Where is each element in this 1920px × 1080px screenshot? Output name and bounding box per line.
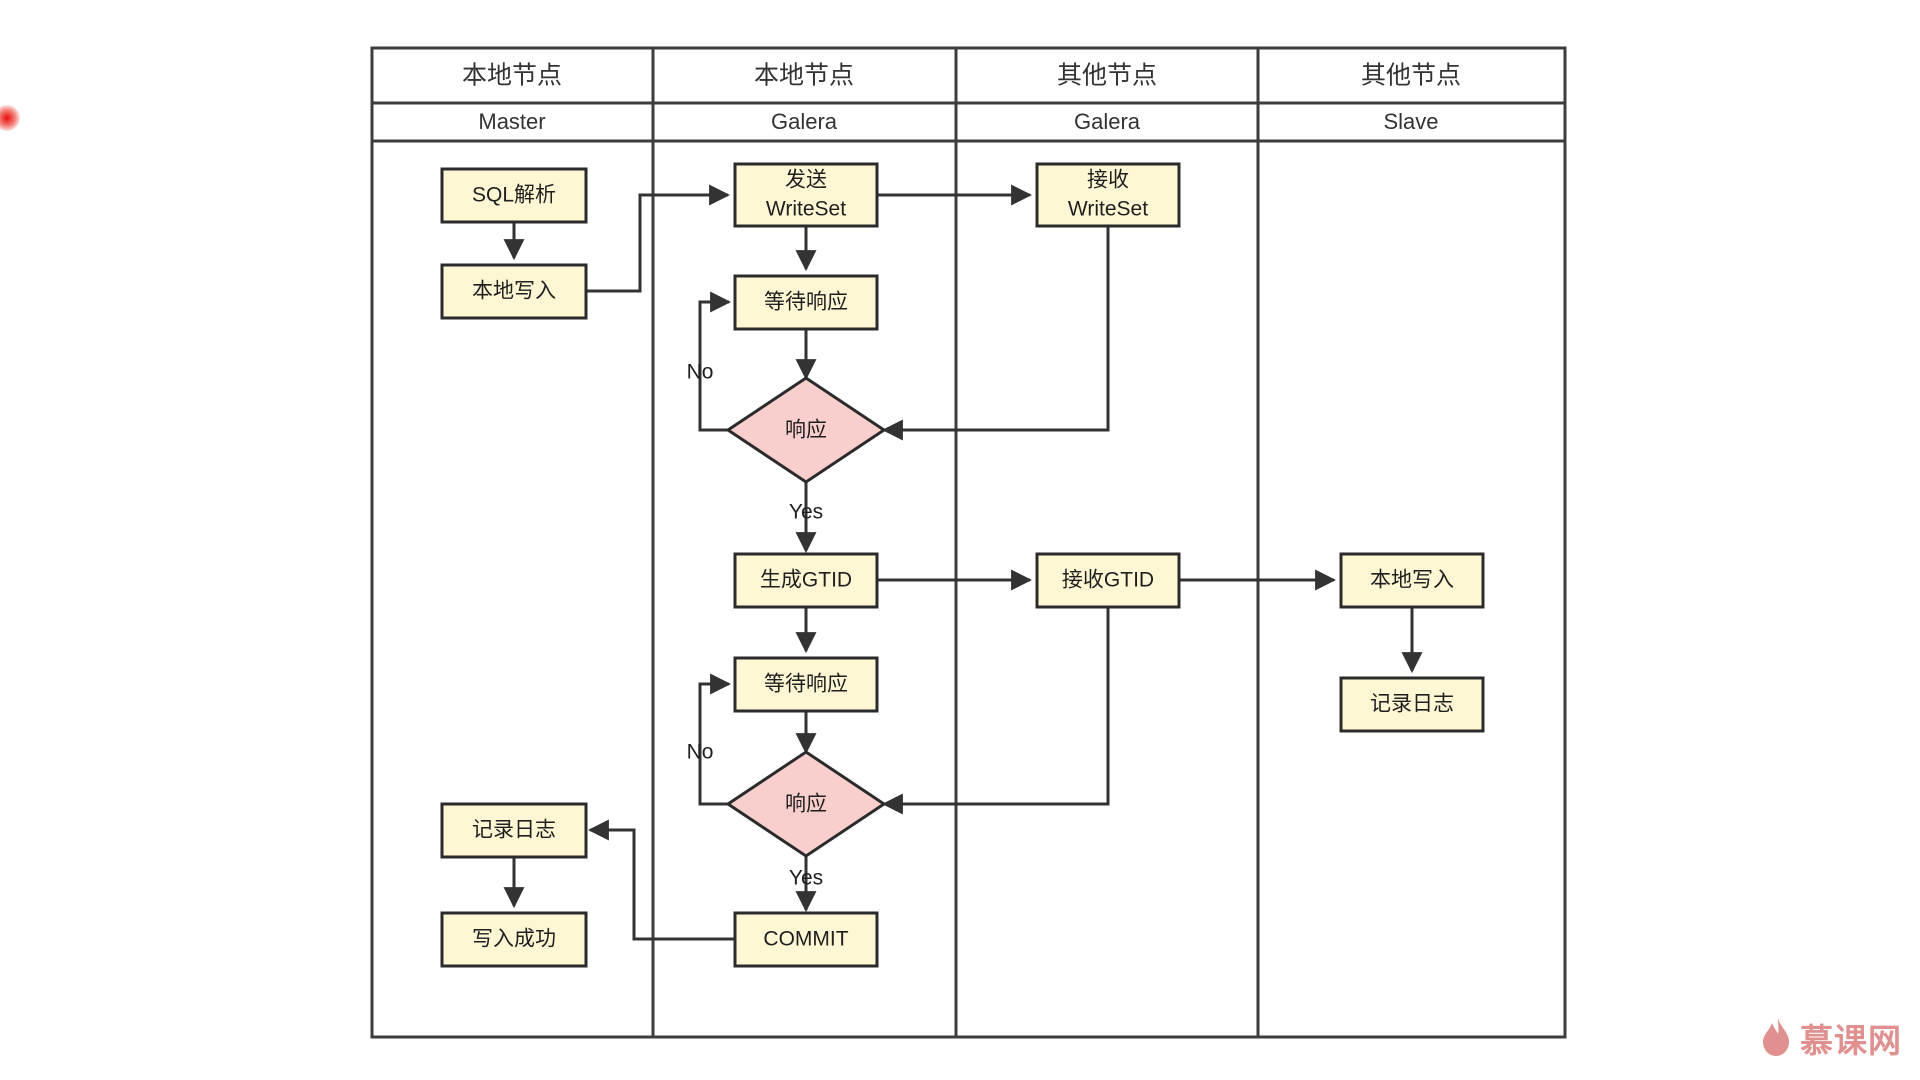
flame-icon [1763, 1018, 1789, 1056]
edge-localwrite-to-sendwriteset [586, 184, 731, 293]
node-label-recv-writeset-line1: 接收 [1087, 169, 1129, 192]
lane-title-galera-other: 其他节点 [1057, 62, 1157, 90]
lane-header-master: 本地节点 Master [462, 62, 562, 134]
node-local-write-master[interactable]: 本地写入 [440, 263, 588, 320]
lane-subtitle-slave: Slave [1383, 109, 1438, 134]
lane-header-galera-other: 其他节点 Galera [1057, 62, 1157, 134]
edge-decision1-no-to-waitresp1 [698, 291, 737, 432]
swimlane-frame [370, 46, 1567, 1039]
edge-label-no-1: No [687, 361, 714, 384]
watermark-label: 慕课网 [1800, 1022, 1902, 1059]
lane-header-galera-local: 本地节点 Galera [754, 62, 854, 134]
node-label-send-writeset-line2: WriteSet [766, 198, 846, 221]
node-label-send-writeset-line1: 发送 [785, 169, 827, 192]
node-label-sql-parse: SQL解析 [472, 184, 556, 207]
lane-title-master: 本地节点 [462, 62, 562, 90]
node-label-gen-gtid: 生成GTID [760, 569, 852, 592]
node-label-local-write-slave: 本地写入 [1370, 569, 1454, 592]
edge-commit-to-logrecordmaster [587, 819, 735, 941]
lane-subtitle-galera-local: Galera [771, 109, 838, 134]
node-log-record-master[interactable]: 记录日志 [440, 802, 588, 859]
edge-label-yes-1: Yes [789, 501, 823, 524]
node-sql-parse[interactable]: SQL解析 [440, 167, 588, 224]
edge-label-layer: No Yes No Yes [687, 361, 824, 890]
node-log-record-slave[interactable]: 记录日志 [1339, 676, 1485, 733]
node-decision-1[interactable]: 响应 [725, 376, 887, 484]
node-label-write-success: 写入成功 [472, 928, 556, 951]
node-recv-gtid[interactable]: 接收GTID [1035, 552, 1181, 609]
node-local-write-slave[interactable]: 本地写入 [1339, 552, 1485, 609]
node-write-success[interactable]: 写入成功 [440, 911, 588, 968]
lane-title-slave: 其他节点 [1361, 62, 1461, 90]
edge-decision2-no-to-waitresp2 [698, 673, 737, 806]
node-recv-writeset[interactable]: 接收 WriteSet [1035, 162, 1181, 228]
node-label-wait-resp-2: 等待响应 [764, 673, 848, 696]
cursor-highlight-dot [0, 105, 20, 131]
lane-header-slave: 其他节点 Slave [1361, 62, 1461, 134]
node-label-local-write-master: 本地写入 [472, 280, 556, 303]
node-gen-gtid[interactable]: 生成GTID [733, 552, 879, 609]
lane-title-galera-local: 本地节点 [754, 62, 854, 90]
edge-label-yes-2: Yes [789, 867, 823, 890]
edge-label-no-2: No [687, 741, 714, 764]
watermark: 慕课网 [1763, 1018, 1902, 1059]
node-label-commit: COMMIT [763, 928, 848, 951]
edge-recvwriteset-to-decision1 [881, 226, 1110, 441]
node-label-decision-2: 响应 [785, 793, 827, 816]
node-decision-2[interactable]: 响应 [725, 750, 887, 858]
node-label-recv-writeset-line2: WriteSet [1068, 198, 1148, 221]
node-send-writeset[interactable]: 发送 WriteSet [733, 162, 879, 228]
node-commit[interactable]: COMMIT [733, 911, 879, 968]
node-label-recv-gtid: 接收GTID [1062, 569, 1154, 592]
node-label-wait-resp-1: 等待响应 [764, 291, 848, 314]
lane-subtitle-galera-other: Galera [1074, 109, 1141, 134]
node-wait-resp-1[interactable]: 等待响应 [733, 274, 879, 331]
node-wait-resp-2[interactable]: 等待响应 [733, 656, 879, 713]
node-label-log-record-master: 记录日志 [472, 819, 556, 842]
node-label-log-record-slave: 记录日志 [1370, 693, 1454, 716]
lane-subtitle-master: Master [478, 109, 545, 134]
node-label-decision-1: 响应 [785, 419, 827, 442]
edge-recvgtid-to-decision2 [881, 608, 1110, 815]
edge-layer [503, 184, 1423, 941]
